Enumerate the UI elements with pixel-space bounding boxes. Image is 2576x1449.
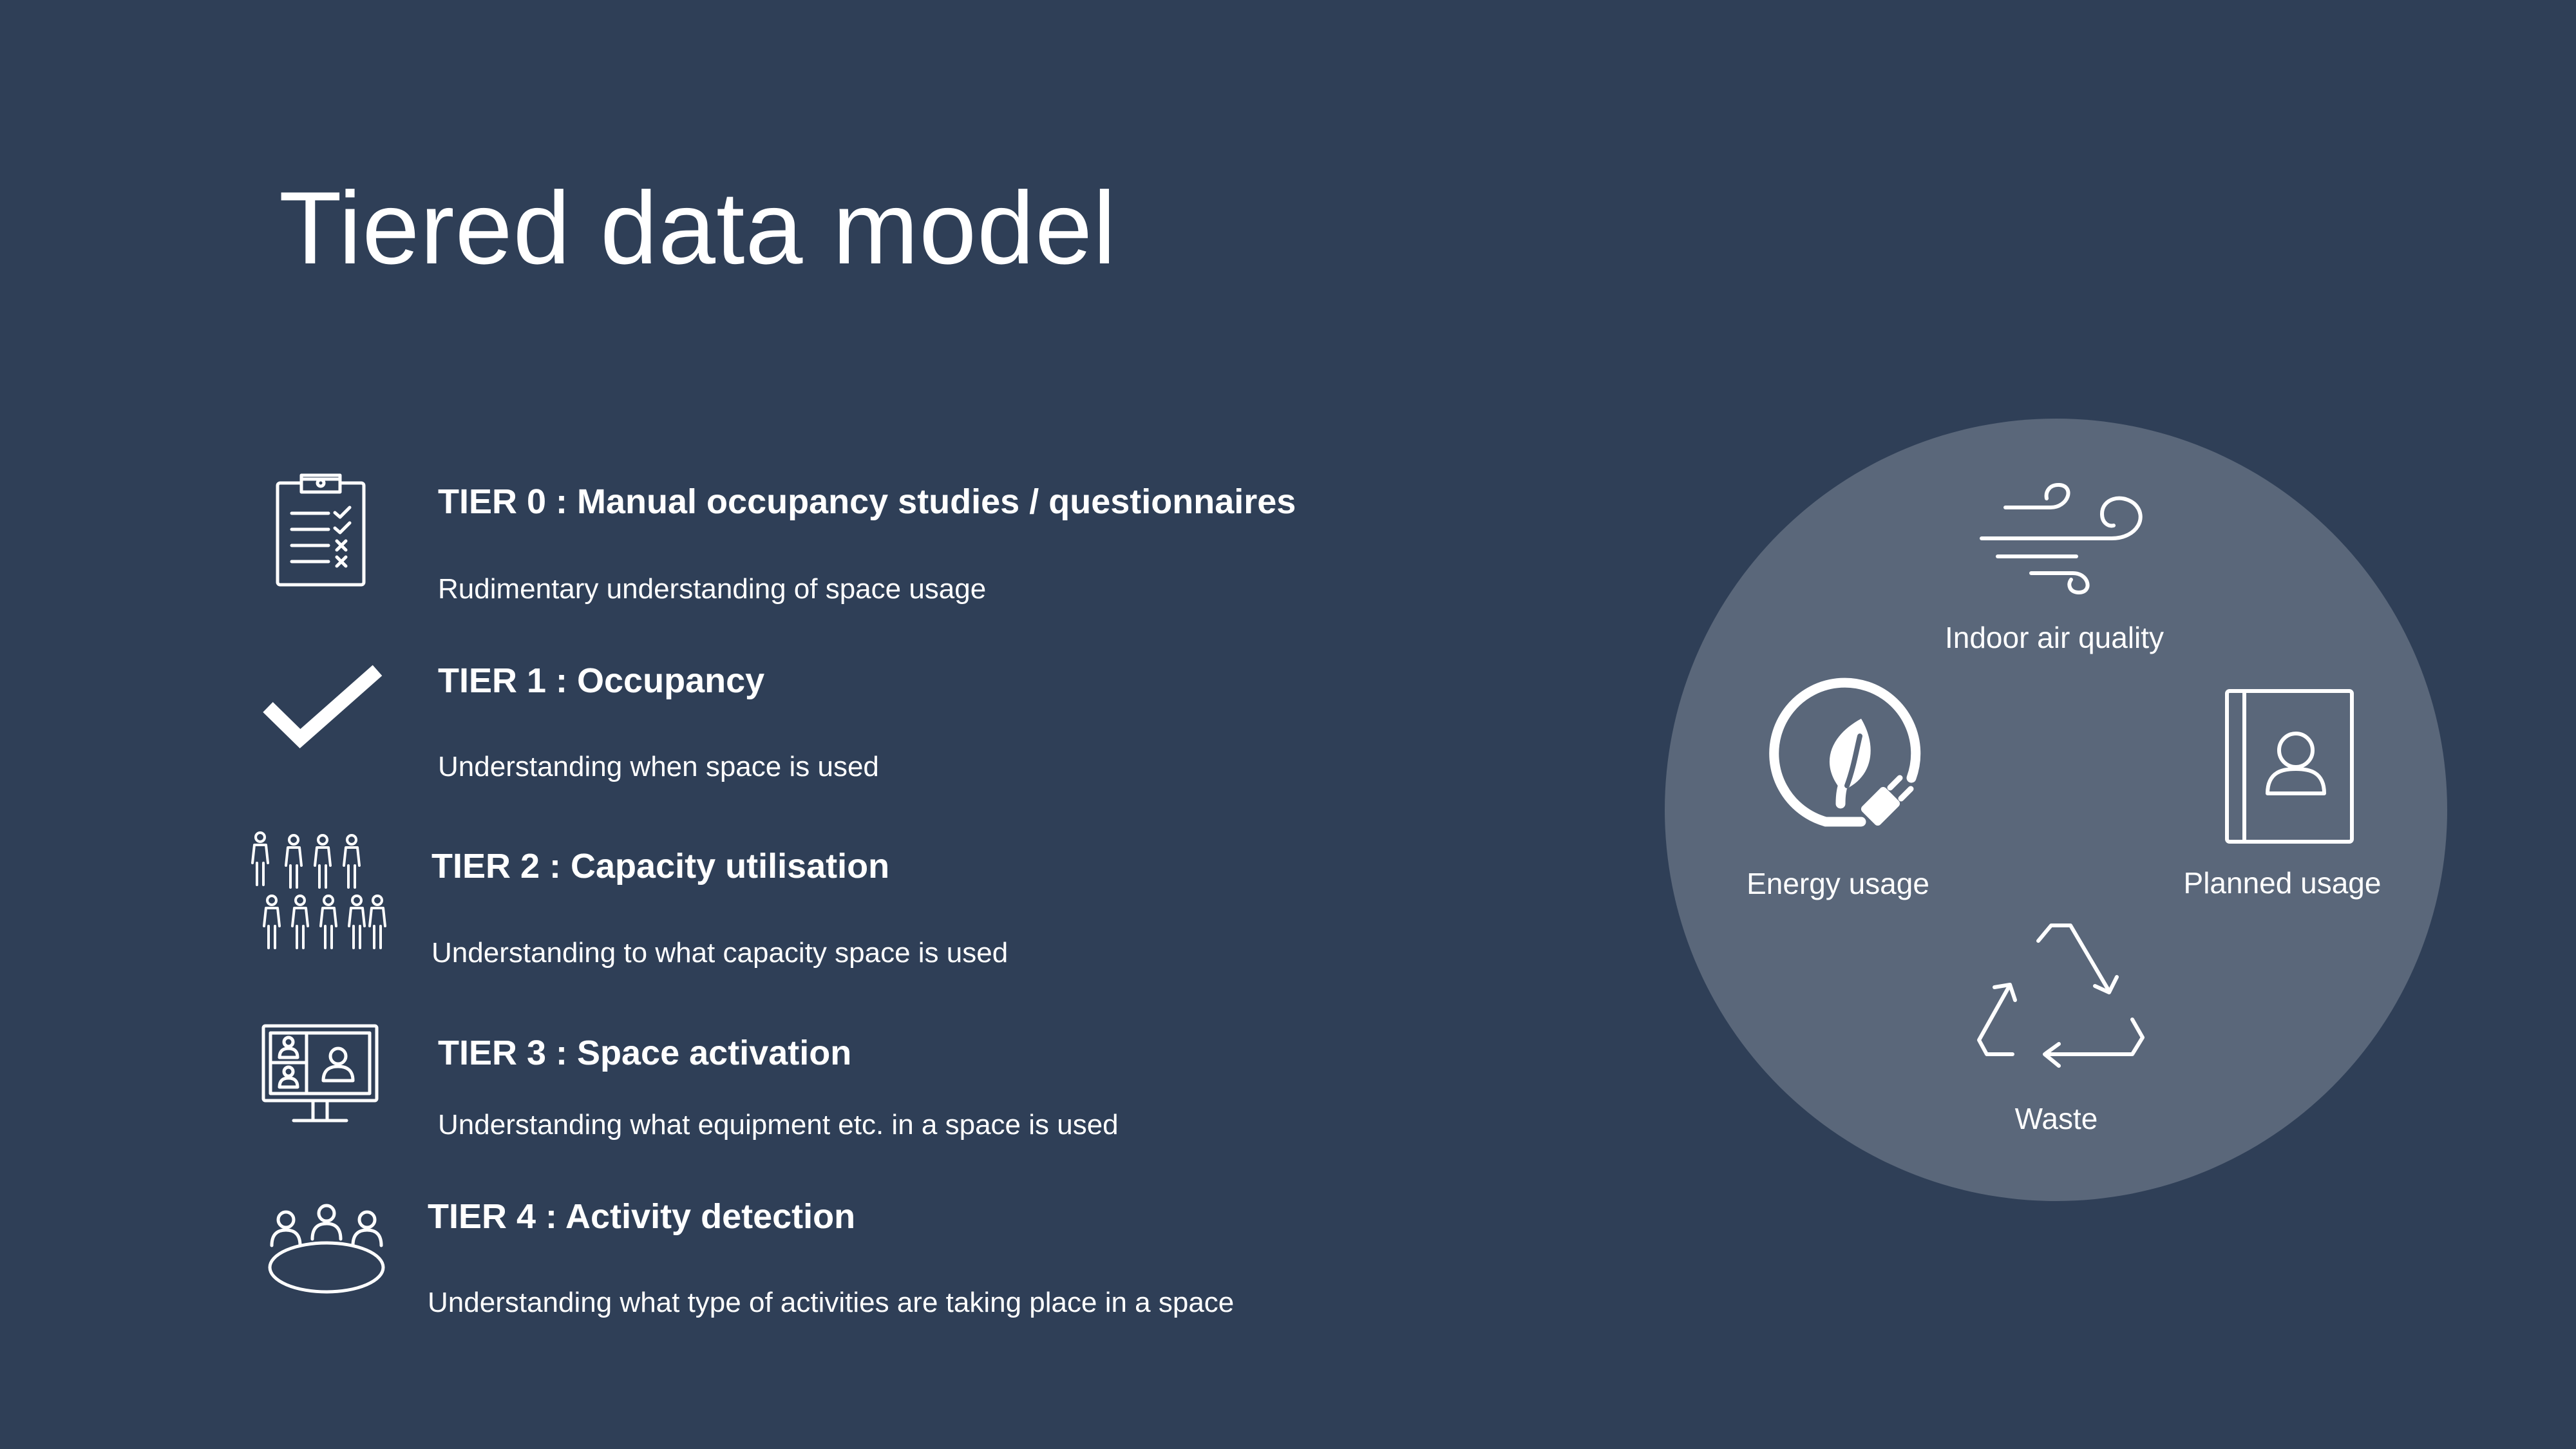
tier-1-description: Understanding when space is used [438, 751, 879, 782]
address-book-icon [2225, 689, 2354, 844]
checkmark-icon [263, 665, 383, 749]
tier-4-description: Understanding what type of activities ar… [428, 1287, 1235, 1318]
tier-3-title: TIER 3 : Space activation [438, 1034, 852, 1072]
meeting-table-icon [267, 1203, 386, 1294]
tier-0-title: TIER 0 : Manual occupancy studies / ques… [438, 482, 1296, 521]
tier-0-description: Rudimentary understanding of space usage [438, 573, 987, 605]
recycle-icon [1974, 923, 2148, 1084]
tier-2-description: Understanding to what capacity space is … [431, 937, 1009, 969]
indoor-air-quality-label: Indoor air quality [1944, 621, 2164, 654]
tier-4-title: TIER 4 : Activity detection [428, 1197, 856, 1236]
waste-label: Waste [2014, 1102, 2098, 1135]
people-group-icon [251, 831, 386, 952]
tier-2-title: TIER 2 : Capacity utilisation [431, 847, 890, 886]
slide-title: Tiered data model [279, 170, 1117, 285]
video-conference-monitor-icon [261, 1024, 379, 1124]
wind-icon [1980, 482, 2148, 594]
clipboard-checklist-icon [276, 471, 366, 587]
energy-usage-label: Energy usage [1747, 867, 1929, 900]
planned-usage-label: Planned usage [2183, 866, 2382, 900]
eco-energy-plug-icon [1765, 677, 1922, 833]
tier-1-title: TIER 1 : Occupancy [438, 661, 765, 700]
tier-3-description: Understanding what equipment etc. in a s… [438, 1109, 1119, 1141]
